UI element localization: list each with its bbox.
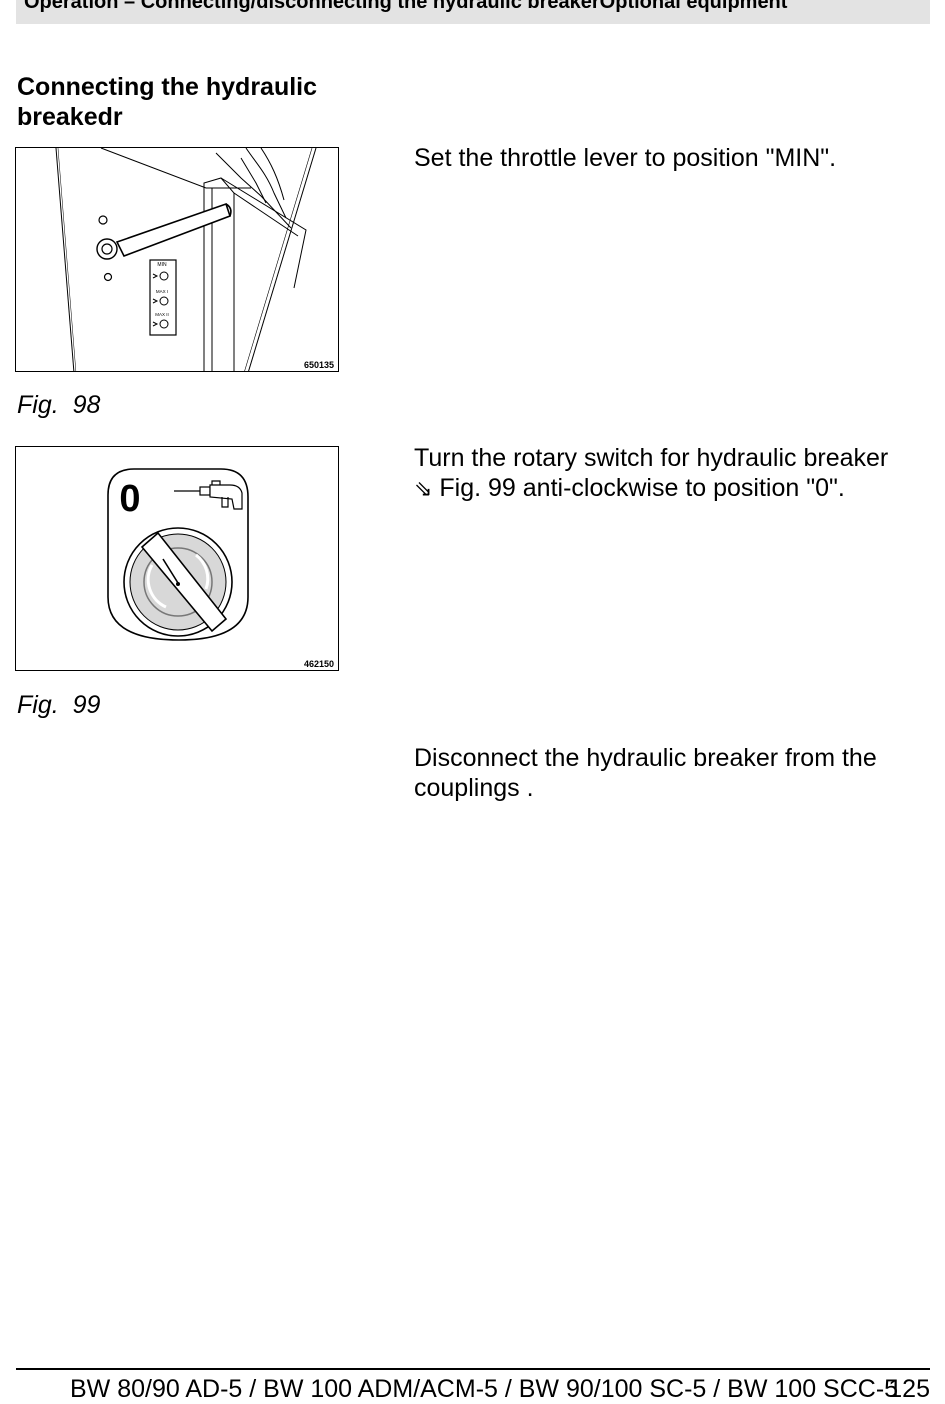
- footer-divider: [16, 1368, 930, 1370]
- figure-code: 650135: [304, 360, 334, 370]
- switch-position-label: 0: [119, 478, 140, 520]
- step-2-text-after: anti-clockwise to position "0".: [515, 474, 845, 502]
- step-2: Turn the rotary switch for hydraulic bre…: [414, 443, 934, 504]
- figure-caption: Fig. 98: [17, 391, 101, 419]
- step-2-text-before: Turn the rotary switch for hydraulic bre…: [414, 444, 889, 472]
- section-title: Connecting the hydraulic breakedr: [17, 73, 318, 131]
- cross-reference-arrow-icon: ⇘: [414, 476, 433, 501]
- footer-models: BW 80/90 AD-5 / BW 100 ADM/ACM-5 / BW 90…: [70, 1375, 899, 1403]
- plate-label-min: MIN: [157, 262, 167, 268]
- header-title: Operation – Connecting/disconnecting the…: [24, 0, 788, 13]
- step-1-text: Set the throttle lever to position "MIN"…: [414, 144, 837, 172]
- figure-rotary-switch: 0 462150: [15, 446, 339, 671]
- header-bar: Operation – Connecting/disconnecting the…: [16, 0, 930, 24]
- step-3-text: Disconnect the hydraulic breaker from th…: [414, 744, 877, 802]
- page-number: 125: [888, 1375, 930, 1403]
- plate-label-max1: MAX I: [156, 289, 168, 294]
- rotary-switch-illustration: 0 462150: [107, 468, 334, 669]
- figure-throttle-lever: MIN MAX I MAX II 650135: [15, 147, 339, 372]
- plate-label-max2: MAX II: [155, 312, 169, 317]
- figure-reference-link[interactable]: Fig. 99: [439, 474, 516, 502]
- hydraulic-breaker-icon: [174, 480, 243, 510]
- throttle-lever-illustration: MIN MAX I MAX II 650135: [55, 148, 334, 371]
- figure-caption: Fig. 99: [17, 691, 101, 719]
- figure-code: 462150: [304, 659, 334, 669]
